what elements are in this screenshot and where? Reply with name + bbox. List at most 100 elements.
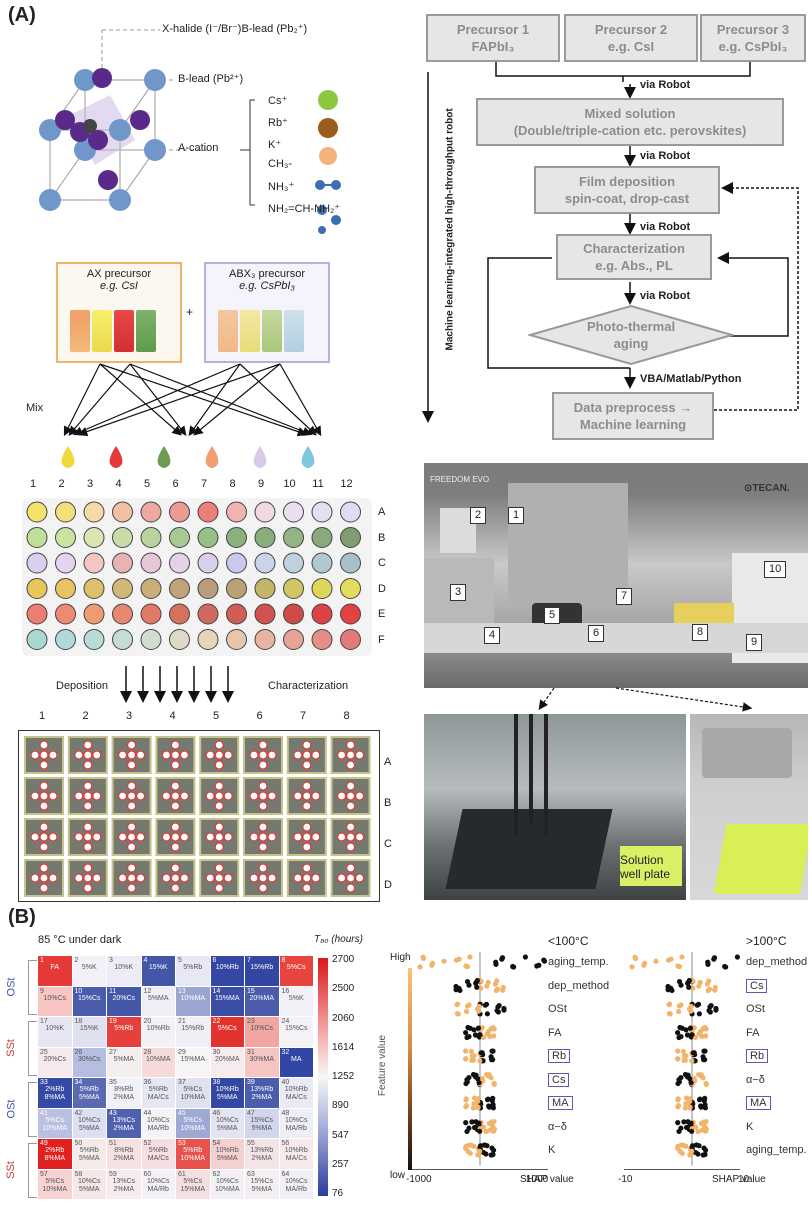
heatmap-cell-label: 15%Rb [250, 964, 274, 971]
shap-point [471, 1095, 478, 1101]
shap-point [677, 1148, 683, 1155]
substrate-spot [258, 863, 268, 873]
shap-point [463, 1030, 469, 1036]
robot-tag-7: 7 [616, 588, 633, 605]
shap-point [697, 979, 703, 985]
substrate-spot [302, 801, 312, 811]
shap-feature-text: FA [548, 1026, 562, 1039]
shap-point [541, 958, 548, 964]
panel-b-label: (B) [8, 906, 36, 928]
substrate-spot [337, 832, 347, 842]
shap-feature-text: Cs [548, 1072, 570, 1087]
heatmap-cell-number: 41 [40, 1109, 48, 1117]
shap-point [712, 987, 718, 993]
shap-right-title: >100°C [746, 934, 787, 948]
heatmap-cell-label: 8%Rb 2%MA [113, 1086, 135, 1101]
well [340, 552, 361, 574]
shap-point [483, 1071, 490, 1078]
shap-point [478, 1143, 484, 1149]
colorbar-tick-label: 1614 [332, 1041, 355, 1053]
shap-point [500, 987, 506, 993]
well [169, 527, 190, 548]
heatmap-group-label: SSt [4, 1038, 17, 1057]
shap-point [464, 1034, 470, 1041]
plate96-col-label: 4 [115, 478, 122, 490]
heatmap-cell-label: 10%Cs 5%MA [77, 1177, 101, 1193]
shap-feature-label: Cs [548, 1072, 570, 1087]
heatmap-cell-label: 10%MA [180, 994, 205, 1002]
substrate-spot [302, 760, 312, 770]
substrate-spot [83, 883, 93, 893]
substrate-spot [39, 760, 49, 770]
heatmap-cell-label: 13%Cs 2%MA [112, 1177, 136, 1193]
substrate-spot [267, 873, 277, 883]
heatmap-cell-label: 15%K [79, 1025, 99, 1032]
shap-feature-label: K [746, 1121, 753, 1133]
well [140, 629, 162, 650]
shap-point [484, 1143, 490, 1149]
shap-feature-text: α−δ [548, 1120, 567, 1133]
substrate-spot [126, 740, 137, 750]
robot-tag-9: 9 [746, 634, 763, 651]
substrate-spot [161, 873, 171, 883]
plate96-row-label: F [378, 633, 385, 646]
well [254, 501, 276, 523]
heatmap-cell-number: 44 [143, 1109, 152, 1117]
substrate-spot [223, 750, 233, 760]
substrate-spot [39, 883, 49, 893]
plate96-row-label: E [378, 608, 386, 620]
heatmap-cell-label: 5%Cs 15%MA [180, 1177, 205, 1193]
heatmap-cell-number: 63 [247, 1170, 255, 1178]
colorbar-tick-label: 890 [332, 1100, 349, 1112]
heatmap-cell-number: 34 [74, 1079, 83, 1086]
crystal-structure: X-halide (I⁻/Br⁻)B-lead (Pb₂⁺) B-lead (P… [10, 20, 390, 245]
heatmap-cell-number: 42 [74, 1109, 83, 1117]
substrate-spot [126, 791, 137, 801]
plate32-col-label: 1 [38, 710, 46, 722]
shap-point [683, 1053, 689, 1059]
shap-feature-label: α−δ [548, 1121, 567, 1133]
shap-point [702, 1123, 708, 1130]
well [140, 501, 162, 523]
shap-point [478, 985, 484, 991]
shap-point [682, 1071, 689, 1078]
substrate-spot [135, 791, 146, 801]
substrate-spot [293, 832, 303, 842]
plate32-col-label: 5 [212, 710, 220, 722]
substrate-spot [214, 750, 224, 760]
substrate-spot [179, 873, 189, 883]
substrate-spot [355, 832, 365, 842]
substrate-spot [311, 750, 321, 760]
well [169, 578, 190, 599]
shap-point [477, 1128, 483, 1134]
heatmap-cell-number: 30 [212, 1048, 221, 1056]
substrate-spot [126, 750, 137, 760]
well [169, 629, 190, 650]
substrate-spot [83, 781, 93, 791]
heatmap-cell-number: 18 [74, 1018, 83, 1025]
well [55, 527, 76, 548]
shap-point [703, 1033, 709, 1039]
heatmap-cell-label: 15%K [148, 964, 168, 971]
well [83, 629, 105, 650]
well [112, 527, 133, 548]
shap-feature-label: FA [746, 1027, 759, 1039]
substrate-spot [126, 760, 137, 770]
substrate-spot [39, 740, 49, 750]
substrate-spot [83, 760, 93, 770]
substrate-spot [39, 822, 49, 832]
substrate-spot [302, 822, 312, 832]
substrate-spot [170, 750, 180, 760]
heatmap-cell-number: 28 [143, 1048, 152, 1056]
heatmap-cell-number: 59 [109, 1170, 117, 1178]
